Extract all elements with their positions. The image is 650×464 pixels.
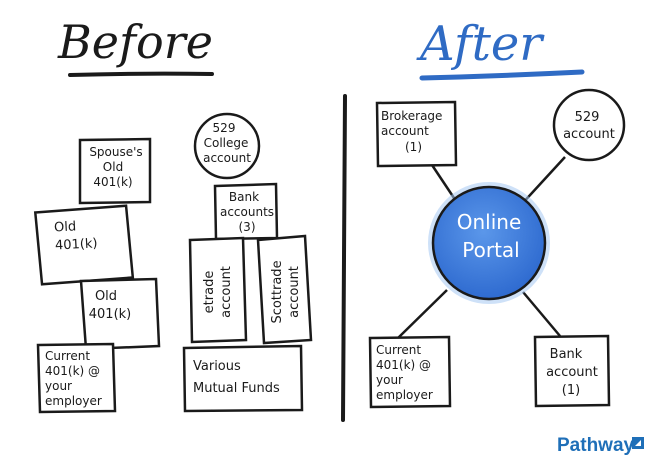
online-portal-hub: Online Portal [428, 182, 550, 304]
after-title: After [416, 16, 545, 72]
circle-line: College [204, 136, 249, 150]
box-line: etrade [202, 271, 217, 314]
section-divider [341, 94, 347, 422]
box-line: Bank [550, 347, 583, 362]
box-line: 401(k) @ [376, 358, 431, 372]
box-line: (3) [239, 220, 256, 234]
after-bank-account-box: Bank account (1) [533, 334, 611, 408]
current-401k-employer-box: Current 401(k) @ your employer [36, 342, 117, 414]
brand-name: Pathway [557, 435, 635, 456]
box-line: Old [103, 160, 123, 174]
spouses-old-401k-box: Spouse's Old 401(k) [78, 137, 152, 205]
box-line: Old [95, 289, 117, 304]
box-line: Various [193, 359, 241, 374]
after-current-401k-employer-box: Current 401(k) @ your employer [368, 335, 452, 409]
box-line: your [45, 379, 72, 393]
connector-current-401k [397, 289, 448, 339]
old-401k-box-2: Old 401(k) [79, 277, 161, 351]
box-line: Brokerage [381, 109, 442, 123]
pathway-brand: Pathway [557, 435, 644, 456]
box-line: Current [45, 349, 90, 363]
before-title: Before [57, 15, 213, 69]
box-line: 401(k) [93, 175, 132, 189]
box-line: 401(k) @ [45, 364, 100, 378]
bank-accounts-3-box: Bank accounts (3) [213, 182, 279, 241]
box-line: Scottrade [270, 260, 285, 323]
scottrade-account-box: Scottrade account [256, 234, 313, 345]
circle-line: account [203, 151, 251, 165]
box-line: employer [376, 388, 433, 402]
box-line: Spouse's [89, 145, 142, 159]
box-line: your [376, 373, 403, 387]
box-line: Bank [229, 190, 259, 204]
box-line: 401(k) [55, 236, 98, 253]
box-line: accounts [220, 205, 274, 219]
box-line: account [287, 266, 302, 318]
circle-line: account [563, 127, 615, 142]
connector-bank [522, 291, 561, 337]
529-account-circle: 529 account [552, 88, 626, 162]
529-college-circle: 529 College account [193, 112, 261, 180]
brokerage-account-box: Brokerage account (1) [375, 100, 458, 168]
box-line: account [381, 124, 429, 138]
box-line: Current [376, 343, 421, 357]
etrade-account-box: etrade account [188, 236, 248, 344]
circle-line: 529 [213, 121, 236, 135]
various-mutual-funds-box: Various Mutual Funds [182, 344, 304, 413]
box-line: account [546, 365, 598, 380]
box-line: (1) [405, 140, 422, 154]
before-section: Before Spouse's Old 401(k) 529 College a… [33, 15, 313, 414]
hub-line: Online [457, 210, 522, 234]
box-line: employer [45, 394, 102, 408]
box-line: account [219, 266, 234, 318]
pathway-logo-mark-icon [632, 437, 644, 449]
box-line: Old [54, 219, 77, 235]
box-line: 401(k) [89, 307, 132, 322]
before-title-underline [68, 71, 214, 77]
after-title-underline [419, 69, 585, 81]
old-401k-box-1: Old 401(k) [33, 204, 135, 286]
box-line: Mutual Funds [193, 381, 280, 396]
hub-line: Portal [462, 238, 519, 262]
circle-line: 529 [575, 110, 600, 125]
after-section: After Online Portal Brokerage account (1… [368, 16, 626, 409]
box-line: (1) [562, 383, 580, 398]
